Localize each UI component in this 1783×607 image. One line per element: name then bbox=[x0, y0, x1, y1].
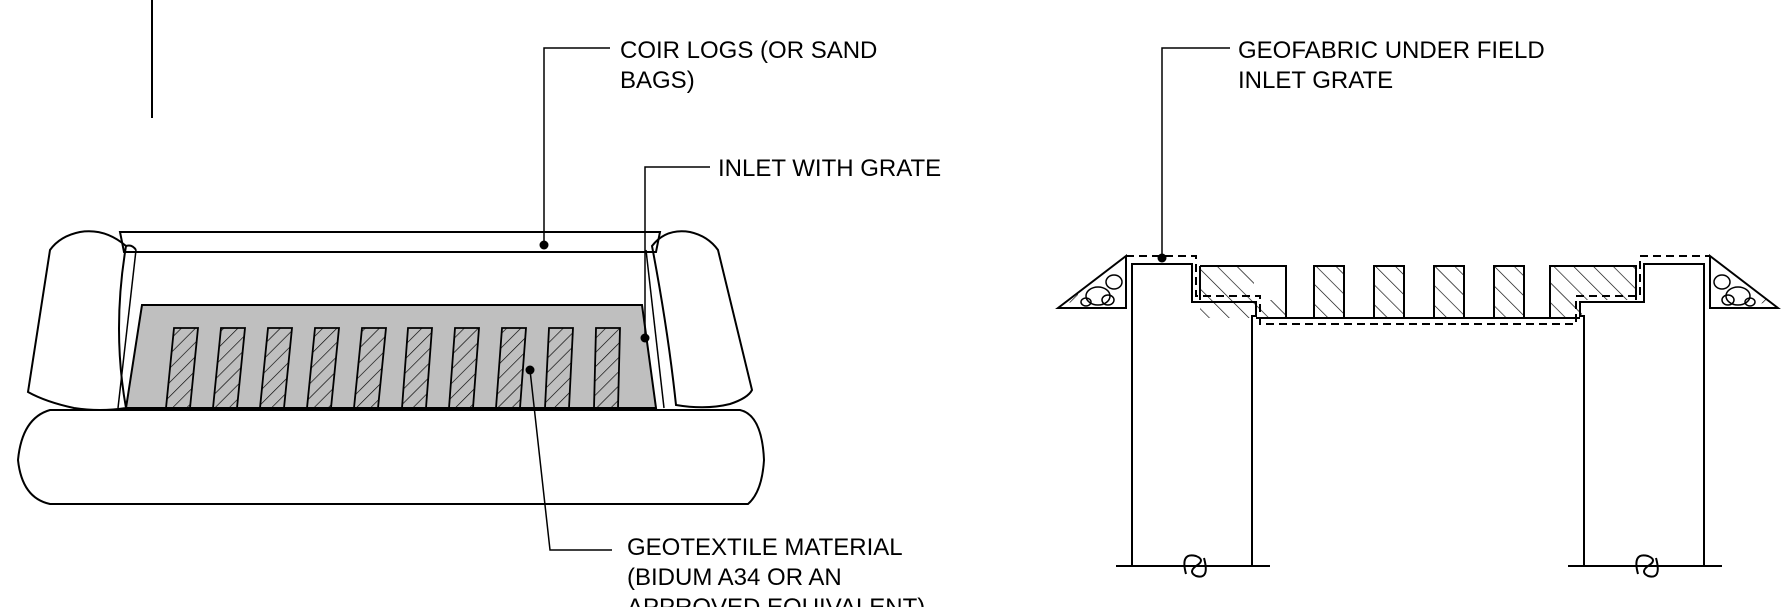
grate-slots bbox=[165, 327, 621, 409]
label-coir-logs: COIR LOGS (OR SAND BAGS) bbox=[620, 37, 884, 94]
coir-log-front bbox=[16, 409, 766, 505]
leader-geofabric bbox=[1157, 47, 1230, 263]
label-inlet-with-grate: INLET WITH GRATE bbox=[718, 155, 941, 182]
coir-log-back bbox=[118, 231, 662, 253]
geotextile-area bbox=[124, 304, 658, 409]
inlet-grate bbox=[124, 304, 658, 409]
inlet-section-view: GEOFABRIC UNDER FIELD INLET GRATE bbox=[1055, 37, 1781, 578]
inlet-isometric-view: COIR LOGS (OR SAND BAGS) INLET WITH GRAT… bbox=[16, 0, 941, 607]
field-inlet-grate bbox=[1199, 265, 1637, 319]
label-geotextile: GEOTEXTILE MATERIAL (BIDUM A34 OR AN APP… bbox=[627, 534, 925, 607]
rock-embankment-right bbox=[1709, 253, 1781, 309]
label-geofabric: GEOFABRIC UNDER FIELD INLET GRATE bbox=[1238, 37, 1551, 94]
pit-wall-right bbox=[1579, 263, 1705, 566]
geofabric-dashed-line bbox=[1126, 255, 1710, 325]
coir-log-right bbox=[650, 230, 754, 409]
coir-log-left bbox=[26, 230, 137, 411]
leader-geotextile bbox=[525, 365, 612, 551]
break-symbol-right bbox=[1568, 554, 1722, 578]
leader-inlet-grate bbox=[640, 166, 710, 343]
rock-embankment-left bbox=[1055, 253, 1127, 309]
leader-coir-logs bbox=[539, 47, 610, 250]
break-symbol-left bbox=[1116, 554, 1270, 578]
